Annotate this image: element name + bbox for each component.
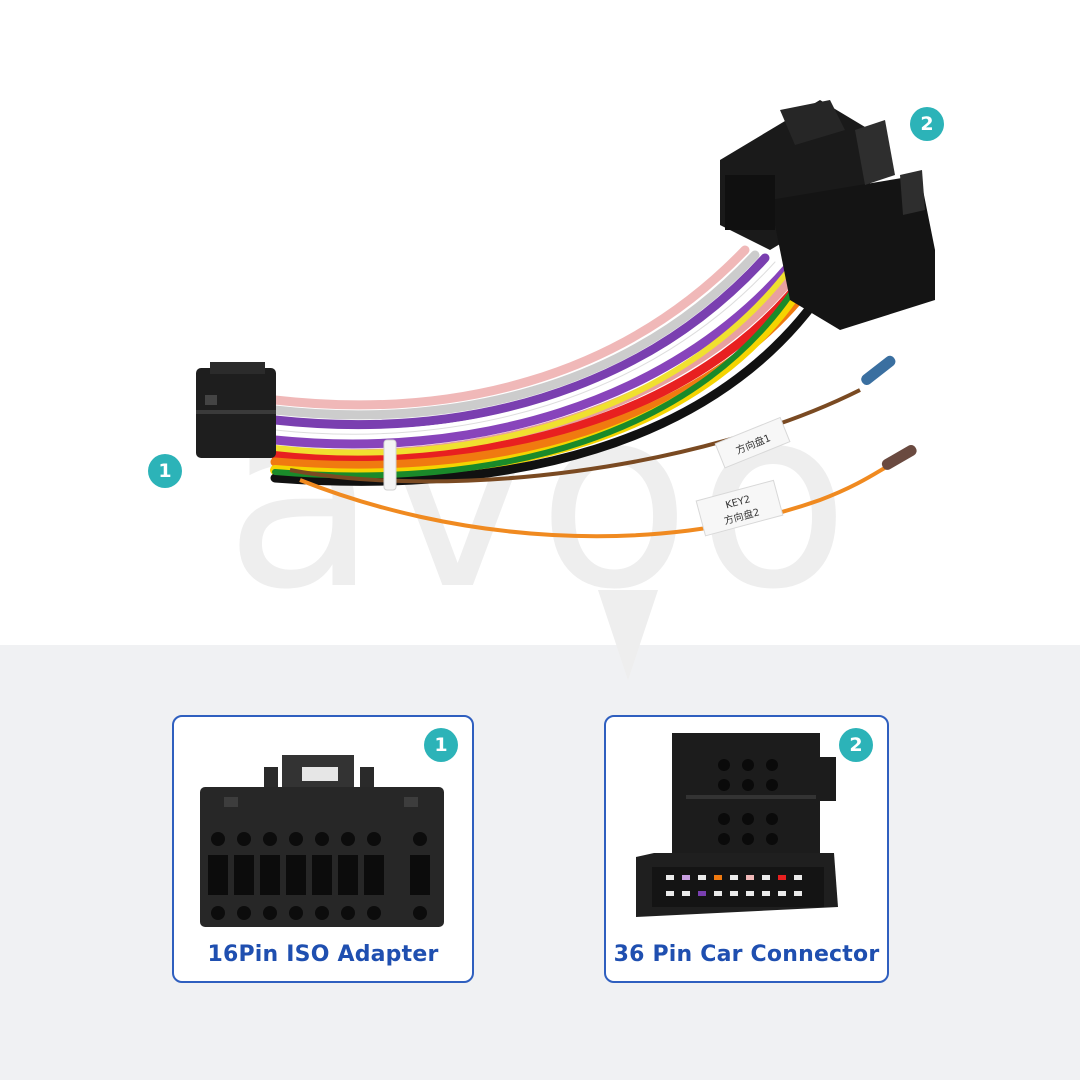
card-badge-two: 2 [839,728,873,762]
card-badge-one: 1 [424,728,458,762]
card-sixteen-pin: 1 16P [172,715,474,983]
orange-lead-wire [299,463,891,539]
cable-tie [383,439,397,491]
thirty-six-pin-connector-closeup [636,733,838,917]
socket-pins-upper [718,759,778,791]
pin-row-mid [208,855,430,895]
hero-badge-one: 1 [148,454,182,488]
wire-terminal-row-top [666,875,802,880]
sixteen-pin-connector-closeup [200,755,444,927]
card-label-sixteen-pin: 16Pin ISO Adapter [207,942,439,967]
orange-lead-tip [881,445,917,470]
thirty-six-pin-connector [720,100,935,330]
brown-lead-tip [861,355,896,386]
card-thirty-six-pin: 2 [604,715,889,983]
hero-badge-two: 2 [910,107,944,141]
wire-tag-key2: KEY2 方向盘2 [695,479,784,537]
pin-row-bottom [211,906,427,920]
detail-area [0,645,1080,1080]
brown-lead-wire [289,388,861,484]
sixteen-pin-connector [196,362,276,458]
card-label-thirty-six-pin: 36 Pin Car Connector [613,942,880,967]
wiring-harness-illustration: avoo 方向盘1 [196,100,935,680]
wire-terminal-row-bottom [666,891,802,896]
hero-area [0,0,1080,645]
pin-row-top [211,832,427,846]
watermark-pin [598,590,658,680]
wire-bundle [270,245,835,486]
socket-pins-middle [718,813,778,845]
